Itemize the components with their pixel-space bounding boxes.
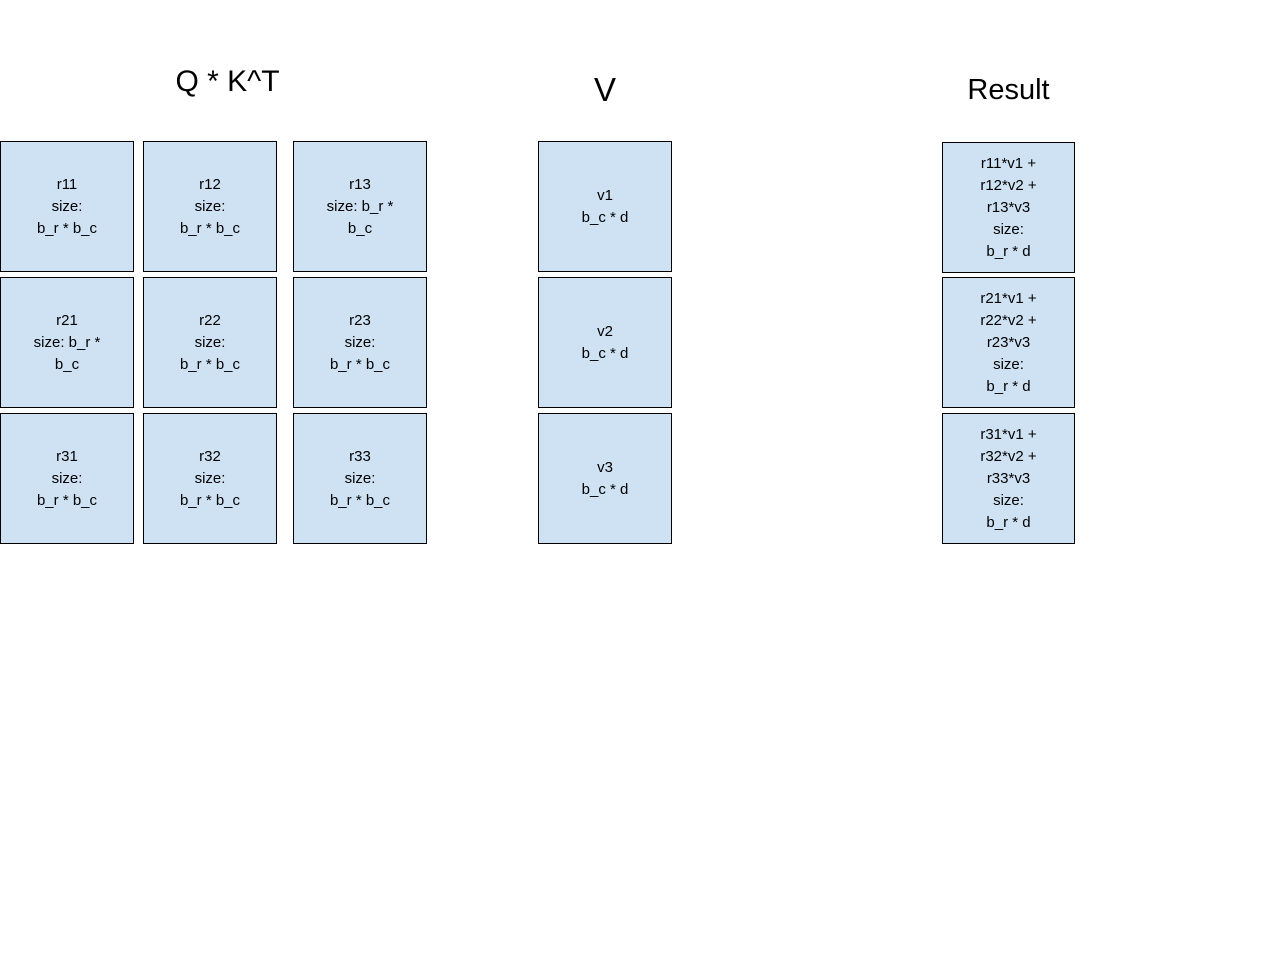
cell-line: r23 xyxy=(349,311,371,329)
result-cell-row2: r21*v1 + r22*v2 + r23*v3 size: b_r * d xyxy=(942,277,1075,408)
result-section-title: Result xyxy=(967,74,1050,106)
cell-line: size: xyxy=(51,197,83,215)
cell-line: r11 xyxy=(56,175,78,193)
cell-line: b_c xyxy=(54,355,80,373)
cell-line: b_r * b_c xyxy=(179,355,241,373)
cell-line: b_r * d xyxy=(986,242,1031,260)
matrix-cell-r22: r22 size: b_r * b_c xyxy=(143,277,277,408)
cell-line: r21 xyxy=(56,311,78,329)
cell-line: v3 xyxy=(597,458,613,476)
cell-line: b_r * b_c xyxy=(329,491,391,509)
cell-line: r32*v2 + xyxy=(980,447,1037,465)
cell-line: size: xyxy=(51,469,83,487)
matrix-cell-v3: v3 b_c * d xyxy=(538,413,672,544)
matrix-cell-r33: r33 size: b_r * b_c xyxy=(293,413,427,544)
qkt-section-title: Q * K^T xyxy=(175,65,280,98)
cell-line: r23*v3 xyxy=(986,333,1031,351)
cell-line: r13 xyxy=(349,175,371,193)
matrix-cell-r31: r31 size: b_r * b_c xyxy=(0,413,134,544)
cell-line: b_r * d xyxy=(986,377,1031,395)
cell-line: r33 xyxy=(349,447,371,465)
cell-line: size: xyxy=(993,491,1024,509)
cell-line: b_r * d xyxy=(986,513,1031,531)
matrix-cell-v1: v1 b_c * d xyxy=(538,141,672,272)
cell-line: r21*v1 + xyxy=(980,289,1037,307)
result-cell-row3: r31*v1 + r32*v2 + r33*v3 size: b_r * d xyxy=(942,413,1075,544)
result-cell-row1: r11*v1 + r12*v2 + r13*v3 size: b_r * d xyxy=(942,142,1075,273)
matrix-cell-r12: r12 size: b_r * b_c xyxy=(143,141,277,272)
cell-line: b_r * b_c xyxy=(36,219,98,237)
cell-line: r31 xyxy=(56,447,78,465)
cell-line: v2 xyxy=(597,322,613,340)
cell-line: r32 xyxy=(199,447,221,465)
cell-line: b_c * d xyxy=(581,480,629,498)
cell-line: b_r * b_c xyxy=(179,491,241,509)
cell-line: size: b_r * xyxy=(326,197,394,215)
matrix-cell-r23: r23 size: b_r * b_c xyxy=(293,277,427,408)
matrix-cell-v2: v2 b_c * d xyxy=(538,277,672,408)
cell-line: size: b_r * xyxy=(33,333,101,351)
cell-line: r22*v2 + xyxy=(980,311,1037,329)
matrix-cell-r32: r32 size: b_r * b_c xyxy=(143,413,277,544)
cell-line: b_c * d xyxy=(581,208,629,226)
cell-line: r31*v1 + xyxy=(980,425,1037,443)
cell-line: size: xyxy=(993,355,1024,373)
cell-line: size: xyxy=(194,333,226,351)
cell-line: size: xyxy=(344,333,376,351)
cell-line: r13*v3 xyxy=(986,198,1031,216)
cell-line: r22 xyxy=(199,311,221,329)
cell-line: b_r * b_c xyxy=(329,355,391,373)
cell-line: size: xyxy=(993,220,1024,238)
cell-line: r11*v1 + xyxy=(980,154,1037,172)
cell-line: b_c * d xyxy=(581,344,629,362)
cell-line: size: xyxy=(194,469,226,487)
matrix-cell-r21: r21 size: b_r * b_c xyxy=(0,277,134,408)
cell-line: b_r * b_c xyxy=(179,219,241,237)
cell-line: b_c xyxy=(347,219,373,237)
cell-line: r33*v3 xyxy=(986,469,1031,487)
matrix-cell-r11: r11 size: b_r * b_c xyxy=(0,141,134,272)
cell-line: r12 xyxy=(199,175,221,193)
v-section-title: V xyxy=(593,71,616,108)
cell-line: v1 xyxy=(597,186,613,204)
cell-line: b_r * b_c xyxy=(36,491,98,509)
cell-line: size: xyxy=(344,469,376,487)
cell-line: r12*v2 + xyxy=(980,176,1037,194)
matrix-cell-r13: r13 size: b_r * b_c xyxy=(293,141,427,272)
cell-line: size: xyxy=(194,197,226,215)
